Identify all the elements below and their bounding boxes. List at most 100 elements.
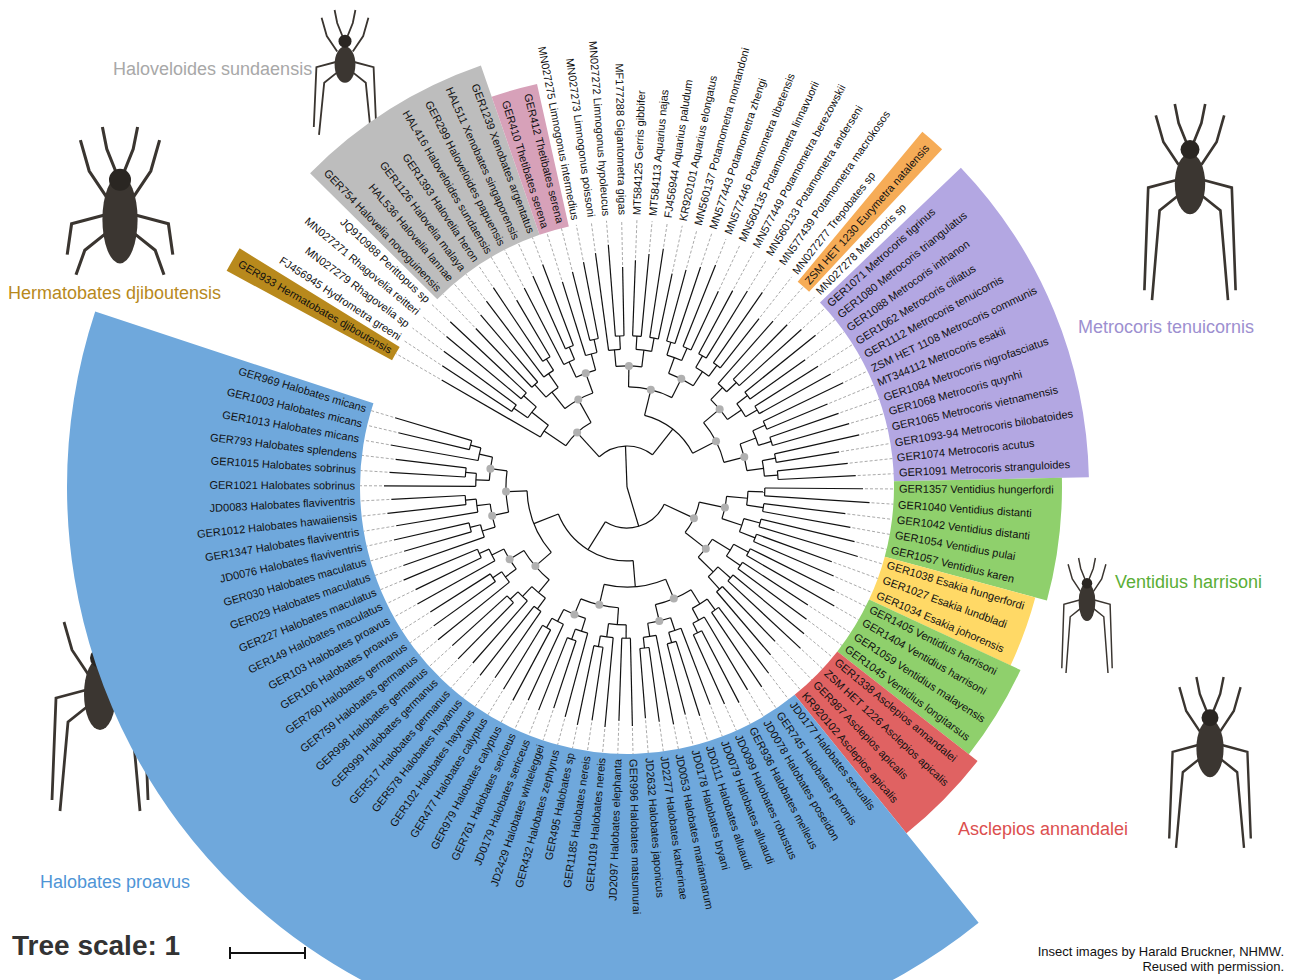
leaf-label: KR920102 Asclepios apicalis bbox=[800, 690, 900, 805]
tree-branch bbox=[535, 552, 551, 566]
leaf-label: GER517 Halobates germanus bbox=[347, 688, 452, 806]
leaf-label: JD0076 Halobates flaviventris bbox=[219, 542, 363, 585]
leader-dash bbox=[716, 239, 726, 263]
tree-branch bbox=[708, 567, 718, 577]
tree-branch bbox=[711, 400, 728, 420]
band-wedge bbox=[837, 600, 1020, 755]
leader-dash bbox=[820, 344, 853, 365]
tree-branch bbox=[641, 254, 649, 336]
tree-branch bbox=[693, 372, 702, 386]
clade-heading: Halobates proavus bbox=[40, 873, 190, 893]
tree-branch bbox=[640, 648, 646, 718]
tree-branch bbox=[469, 441, 471, 450]
tree-branch bbox=[617, 608, 618, 625]
tree-branch bbox=[534, 606, 541, 611]
tree-branch bbox=[722, 519, 742, 526]
leaf-label: HAL511 Xenobates singaporensis bbox=[444, 85, 521, 241]
tree-branch bbox=[478, 448, 481, 461]
tree-branch bbox=[465, 495, 467, 504]
tree-branch bbox=[527, 491, 551, 553]
tree-branch bbox=[543, 357, 550, 362]
leader-dash bbox=[865, 488, 894, 489]
tree-branch bbox=[693, 623, 698, 633]
tree-branch bbox=[523, 587, 532, 597]
leaf-label: GER432 Halobates zephyrus bbox=[514, 748, 562, 888]
leaf-label: JD0099 Halobates robustus bbox=[733, 733, 799, 861]
support-dot bbox=[655, 617, 663, 625]
tree-branch bbox=[569, 347, 574, 359]
tree-branch bbox=[605, 638, 613, 727]
clade-heading: Metrocoris tenuicornis bbox=[1078, 318, 1254, 338]
tree-branch bbox=[466, 472, 477, 474]
insect-image bbox=[1169, 677, 1251, 848]
leaf-label: JD0053 Halobates mariannarum bbox=[674, 753, 715, 911]
tree-branch bbox=[396, 459, 466, 467]
tree-branch bbox=[676, 641, 700, 715]
leader-dash bbox=[451, 665, 471, 688]
tree-branch bbox=[754, 542, 834, 576]
band-wedge bbox=[795, 651, 978, 833]
tree-branch bbox=[416, 558, 482, 590]
tree-branch bbox=[619, 336, 621, 349]
tree-branch bbox=[713, 363, 720, 368]
leaf-label: JD0178 Halobates bryani bbox=[689, 749, 730, 871]
leader-dash bbox=[364, 440, 389, 444]
tree-branch bbox=[671, 618, 675, 631]
leaf-label: GER1405 Ventidius harrisoni bbox=[868, 604, 999, 677]
tree-branch bbox=[718, 321, 773, 383]
tree-branch bbox=[747, 491, 748, 505]
leaf-label: JD2632 Halobates japonicus bbox=[643, 758, 665, 898]
tree-branch bbox=[625, 446, 627, 487]
tree-branch bbox=[696, 356, 703, 368]
tree-branch bbox=[565, 346, 573, 349]
leaf-label: GER987 Asclepios apicalis bbox=[811, 680, 910, 783]
leader-dash bbox=[777, 643, 812, 680]
tree-branch bbox=[446, 337, 521, 399]
tree-branch bbox=[403, 537, 484, 565]
tree-branch bbox=[709, 365, 717, 376]
leader-dash bbox=[686, 717, 693, 746]
leaf-label: GER979 Halobates calyptus bbox=[429, 724, 504, 851]
scale-bar bbox=[230, 947, 305, 959]
leader-dash bbox=[532, 237, 542, 262]
support-dot bbox=[531, 562, 539, 570]
tree-branch bbox=[704, 423, 724, 463]
support-dot bbox=[677, 375, 685, 383]
tree-branch bbox=[524, 550, 549, 579]
insect-image bbox=[67, 127, 173, 275]
tree-branch bbox=[704, 409, 720, 423]
tree-branch bbox=[614, 350, 616, 367]
tree-branch bbox=[722, 496, 727, 518]
leader-dash bbox=[760, 277, 791, 317]
tree-branch bbox=[777, 463, 847, 471]
insect-image bbox=[1144, 104, 1235, 300]
leaf-label: GER106 Halobates proavus bbox=[279, 628, 401, 711]
leader-dash bbox=[362, 514, 386, 517]
tree-branch bbox=[652, 338, 654, 351]
tree-branch bbox=[476, 479, 489, 481]
tree-branch bbox=[685, 502, 699, 532]
tree-branch bbox=[510, 592, 518, 599]
tree-branch bbox=[486, 301, 543, 377]
tree-branch bbox=[744, 519, 760, 523]
tree-branch bbox=[609, 349, 621, 350]
leaf-label: GER1034 Esakia johorensis bbox=[875, 590, 1006, 655]
tree-branch bbox=[747, 468, 764, 470]
tree-branch bbox=[712, 539, 730, 550]
leaf-label: GER936 Halobates melleus bbox=[747, 726, 819, 852]
support-dot bbox=[740, 453, 748, 461]
tree-branch bbox=[666, 579, 674, 598]
tree-branch bbox=[518, 592, 527, 601]
tree-branch bbox=[575, 629, 587, 633]
leader-dash bbox=[719, 245, 740, 289]
tree-branch bbox=[627, 487, 639, 526]
tree-branch bbox=[387, 505, 466, 514]
tree-branch bbox=[656, 635, 673, 724]
support-dot bbox=[502, 488, 510, 496]
leaf-label: GER999 Halobates germanus bbox=[330, 677, 441, 789]
leaf-label: GER030 Halobates maculatus bbox=[222, 557, 367, 609]
leader-dash bbox=[687, 229, 697, 268]
tree-branch bbox=[490, 469, 507, 471]
leader-dash bbox=[475, 679, 494, 706]
leader-dash bbox=[810, 606, 851, 633]
